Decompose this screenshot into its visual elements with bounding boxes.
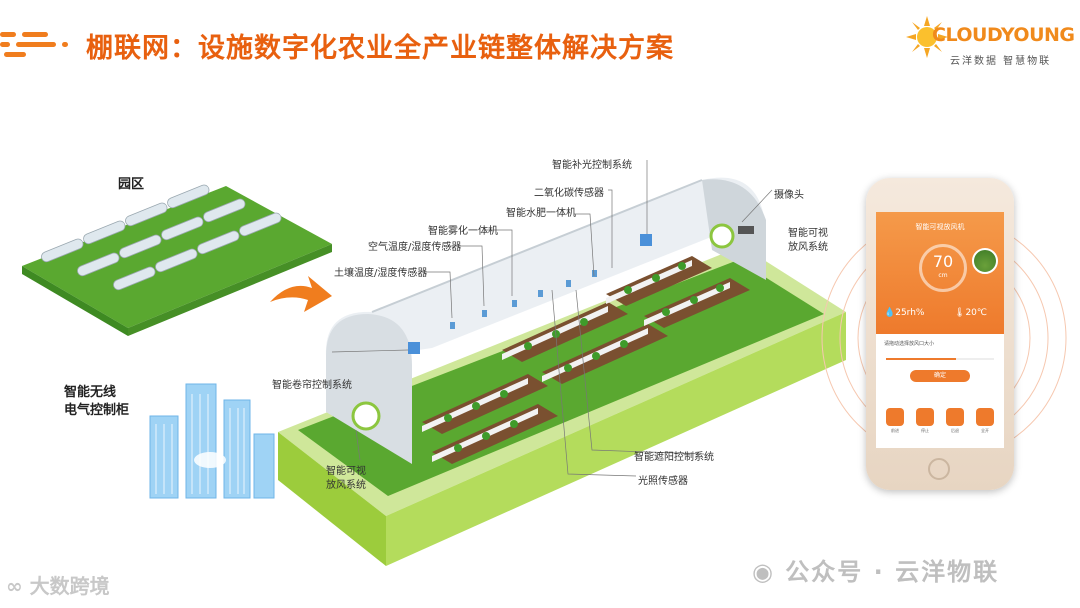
slider-prompt: 请拖动选择放风口大小 [884, 341, 935, 347]
thermometer-icon: 🌡 [954, 308, 966, 318]
header-decoration [0, 30, 80, 58]
air-sensor-label: 空气温度/湿度传感器 [368, 242, 462, 253]
control-label: 后退 [951, 428, 959, 433]
brand-icon: ∞ [6, 574, 30, 598]
vent-left-label-1: 智能可视 [326, 466, 366, 477]
field-avatar [972, 248, 998, 274]
vent-slider[interactable] [886, 358, 994, 360]
control-label: 停止 [921, 428, 929, 433]
screen-title: 智能可视放风机 [915, 223, 965, 231]
park-label: 园区 [118, 177, 145, 192]
humidity-value: 💧25rh% [884, 308, 924, 318]
humidity-text: 25rh% [895, 308, 925, 318]
co2-sensor-label: 二氧化碳传感器 [534, 188, 604, 199]
stop-button[interactable] [916, 408, 934, 426]
slider-fill [886, 358, 957, 360]
home-button[interactable] [928, 458, 950, 480]
light-sensor-label: 光照传感器 [638, 476, 688, 487]
cabinet-label-line1: 智能无线 [64, 385, 117, 400]
back-button[interactable] [946, 408, 964, 426]
logo-text: CLOUDYOUNG [932, 24, 1075, 46]
park-illustration [22, 184, 332, 336]
control-label: 全开 [981, 428, 989, 433]
fill-light-label: 智能补光控制系统 [552, 160, 632, 171]
watermark-right: ◉ 公众号 · 云洋物联 [752, 552, 999, 587]
confirm-button[interactable]: 确定 [910, 370, 970, 382]
phone-screen: 智能可视放风机 70 cm 💧25rh% 🌡20℃ 请拖动选择放风口大小 确定 … [876, 212, 1004, 448]
droplet-icon: 💧 [884, 308, 896, 318]
logo-subtitle: 云洋数据 智慧物联 [950, 56, 1052, 67]
fog-machine-label: 智能雾化一体机 [428, 226, 498, 237]
control-label: 前进 [891, 428, 899, 433]
smartphone: 智能可视放风机 70 cm 💧25rh% 🌡20℃ 请拖动选择放风口大小 确定 … [866, 178, 1014, 490]
vent-right-label-2: 放风系统 [788, 242, 828, 253]
roll-curtain-label: 智能卷帘控制系统 [272, 380, 352, 391]
watermark-left-text: 大数跨境 [29, 574, 110, 598]
cabinet-label-line2: 电气控制柜 [64, 403, 130, 418]
shade-control-label: 智能遮阳控制系统 [634, 452, 714, 463]
temperature-value: 🌡20℃ [954, 308, 987, 318]
water-fertilizer-label: 智能水肥一体机 [506, 208, 576, 219]
vent-left-label-2: 放风系统 [326, 480, 366, 491]
vent-right-label-1: 智能可视 [788, 228, 828, 239]
temperature-text: 20℃ [965, 308, 987, 318]
buildings-illustration [149, 383, 275, 499]
gauge-unit: cm [938, 272, 948, 279]
page-title: 棚联网：设施数字化农业全产业链整体解决方案 [86, 33, 674, 64]
company-logo: CLOUDYOUNG 云洋数据 智慧物联 [906, 12, 1076, 72]
wechat-icon: ◉ [752, 558, 786, 586]
watermark-left: ∞ 大数跨境 [6, 570, 110, 599]
vent-gauge [919, 244, 967, 292]
soil-sensor-label: 土壤温度/湿度传感器 [334, 268, 428, 279]
camera-label: 摄像头 [774, 190, 804, 201]
open-all-button[interactable] [976, 408, 994, 426]
gauge-value: 70 [932, 252, 954, 271]
cabinet-label: 智能无线 电气控制柜 [64, 384, 129, 420]
arrow-icon [270, 276, 332, 312]
sun-icon [906, 16, 948, 58]
forward-button[interactable] [886, 408, 904, 426]
greenhouse-illustration [278, 160, 846, 566]
watermark-right-text: 公众号 · 云洋物联 [785, 558, 1000, 586]
